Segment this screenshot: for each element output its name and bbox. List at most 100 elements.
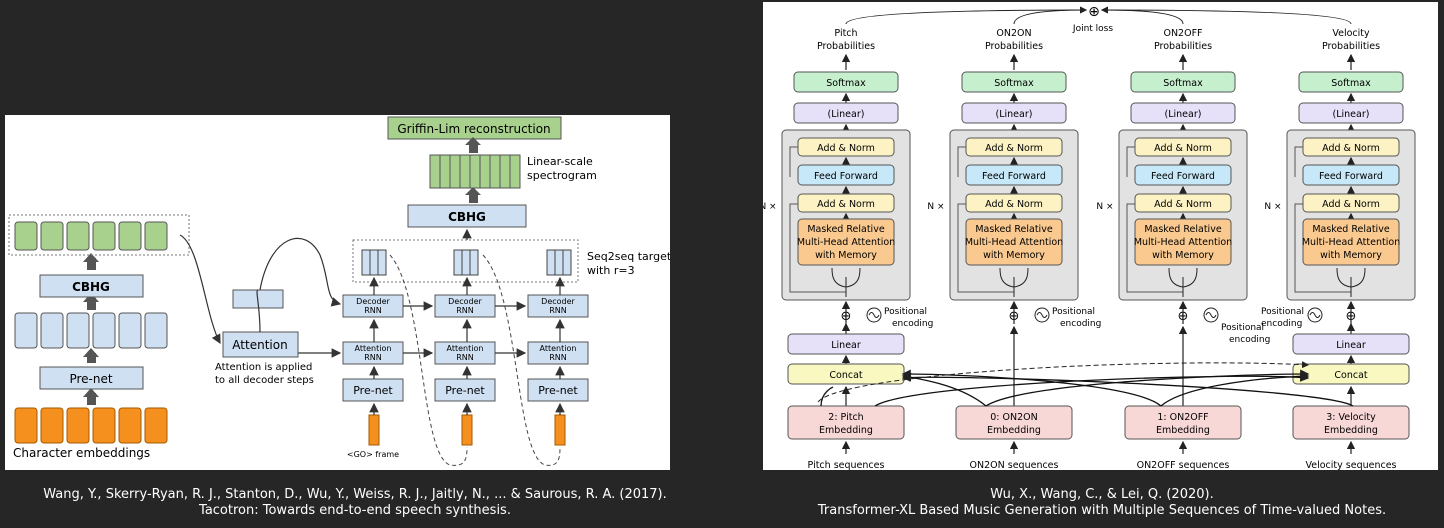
- stream-2-positional-line2: encoding: [1229, 335, 1270, 345]
- stream-3-positional-line1: Positional: [1261, 307, 1304, 317]
- stream-3-prob-line1: Velocity: [1332, 28, 1370, 39]
- stream-2-positional-line1: Positional: [1221, 323, 1264, 333]
- pitch-dashed-connection: [817, 361, 1309, 403]
- stream-0-feedforward-label: Feed Forward: [814, 171, 878, 182]
- attention-rnn-2-line2: RNN: [456, 353, 474, 362]
- decoder-rnn-1-line1: Decoder: [356, 297, 390, 306]
- tacotron-citation-line2: Tacotron: Towards end-to-end speech synt…: [199, 503, 511, 518]
- stream-2-prob-line2: Probabilities: [1154, 41, 1212, 52]
- attention-rnn-2-line1: Attention: [447, 344, 484, 353]
- tacotron-citation: Wang, Y., Skerry-Ryan, R. J., Stanton, D…: [0, 487, 710, 519]
- spectrogram-label-2: spectrogram: [527, 169, 597, 182]
- stream-0-linear-label: Linear: [831, 340, 861, 351]
- stream-2-addnorm-top-label: Add & Norm: [1154, 143, 1212, 154]
- stream-2-sine-icon: [1203, 307, 1219, 323]
- stream-1-attention-line3: with Memory: [983, 250, 1045, 261]
- stream-3-embedding-line2: Embedding: [1324, 425, 1378, 436]
- sine-wave: [1036, 312, 1048, 318]
- stream-0-concat-label: Concat: [829, 370, 863, 381]
- character-embedding-cells: [14, 407, 168, 444]
- attention-rnn-1-line1: Attention: [355, 344, 392, 353]
- stream-1-positional-line2: encoding: [1060, 319, 1101, 329]
- stream-3-prob-line2: Probabilities: [1322, 41, 1380, 52]
- stream-1-addnorm-bottom-label: Add & Norm: [985, 199, 1043, 210]
- stream-0-softmax-box: [793, 71, 899, 93]
- stream-2-attention-line1: Masked Relative: [1144, 224, 1221, 235]
- attention-box: [222, 331, 299, 358]
- stream-2-attention-line3: with Memory: [1152, 250, 1214, 261]
- stream-0-positional-line2: encoding: [892, 319, 933, 329]
- stream-0-attention-line1: Masked Relative: [807, 224, 884, 235]
- stream-2-addnorm-bottom-box: [1134, 193, 1232, 213]
- encoder-output-group: [8, 214, 190, 256]
- tacotron-diagram: Griffin-Lim reconstruction Linear-scale …: [8, 116, 672, 466]
- stream-2-feedforward-box: [1134, 164, 1232, 186]
- stream-3-sine-icon: [1307, 307, 1323, 323]
- stream-0-attention-line3: with Memory: [815, 250, 877, 261]
- stream-0-attention-box: [797, 218, 895, 266]
- stream-3-sequence-label: Velocity sequences: [1305, 460, 1396, 470]
- transformer-citation: Wu, X., Wang, C., & Lei, Q. (2020). Tran…: [760, 487, 1444, 519]
- character-embeddings-label: Character embeddings: [13, 446, 150, 460]
- stream-2-attention-line2: Multi-Head Attention: [1134, 237, 1232, 248]
- thick-arrows: [83, 137, 481, 405]
- decoder-prenet-3-label: Pre-net: [538, 384, 578, 397]
- stream-2-embedding-line2: Embedding: [1156, 425, 1210, 436]
- stream-0-addnorm-top-label: Add & Norm: [817, 143, 875, 154]
- stream-0-softmax-label: Softmax: [826, 78, 866, 89]
- stream-0-feedforward-box: [797, 164, 895, 186]
- stream-2-output-linear-box: [1130, 102, 1236, 124]
- sine-wave: [1309, 312, 1321, 318]
- residual-line: [957, 203, 1014, 293]
- encoder-prenet-box: [39, 366, 144, 390]
- sine-wave: [1205, 312, 1217, 318]
- stream-0-output-linear-box: [793, 102, 899, 124]
- stream-0-embedding-line1: 2: Pitch: [828, 412, 863, 423]
- attention-input-branches: [1336, 267, 1366, 297]
- decoder-rnn-1-line2: RNN: [364, 306, 382, 315]
- linear-spectrogram: [429, 154, 521, 189]
- stream-2-addnorm-bottom-label: Add & Norm: [1154, 199, 1212, 210]
- stream-1-embedding-line1: 0: ON2ON: [990, 412, 1037, 423]
- attention-label: Attention: [232, 338, 287, 352]
- decoder-rnn-2-line1: Decoder: [448, 297, 482, 306]
- decoder-input-frames: [368, 414, 566, 446]
- stream-3-addnorm-bottom-box: [1302, 193, 1400, 213]
- decoder-arrows: [297, 228, 565, 415]
- stream-0-attention-line2: Multi-Head Attention: [797, 237, 895, 248]
- stream-2-softmax-box: [1130, 71, 1236, 93]
- stream-3-output-linear-box: [1298, 102, 1404, 124]
- stream-1-attention-line1: Masked Relative: [975, 224, 1052, 235]
- stream-3-attention-line3: with Memory: [1320, 250, 1382, 261]
- residual-line: [957, 146, 966, 177]
- stream-3-addnorm-top-label: Add & Norm: [1322, 143, 1380, 154]
- stream-0-sequence-label: Pitch sequences: [808, 460, 885, 470]
- stream-2-attention-box: [1134, 218, 1232, 266]
- stream-3-linear-label: Linear: [1336, 340, 1366, 351]
- stream-0-sine-icon: [866, 307, 882, 323]
- stream-3-linear-box: [1292, 333, 1410, 355]
- transformer-diagram: ⊕ Joint loss PitchProbabilitiesSoftmax(L…: [759, 4, 1416, 471]
- stream-1-n-times-label: N ×: [927, 202, 944, 212]
- spectrogram-label-1: Linear-scale: [527, 155, 593, 168]
- stream-1-attention-line2: Multi-Head Attention: [965, 237, 1063, 248]
- stream-0-addnorm-bottom-label: Add & Norm: [817, 199, 875, 210]
- residual-line: [789, 203, 846, 293]
- decoder-prenet-1-label: Pre-net: [353, 384, 393, 397]
- decoder-output-frames: [361, 249, 572, 276]
- tacotron-diagram-panel: Griffin-Lim reconstruction Linear-scale …: [5, 115, 672, 470]
- seq2seq-label-1: Seq2seq target: [587, 250, 670, 263]
- stream-1-feedforward-box: [965, 164, 1063, 186]
- stream-3-attention-line2: Multi-Head Attention: [1302, 237, 1400, 248]
- decoder-prenet-2-label: Pre-net: [445, 384, 485, 397]
- attention-note-1: Attention is applied: [215, 362, 312, 373]
- residual-line: [1294, 146, 1303, 177]
- stream-1-embedding-line2: Embedding: [987, 425, 1041, 436]
- stream-0-n-times-label: N ×: [763, 202, 777, 212]
- attention-rnn-1-line2: RNN: [364, 353, 382, 362]
- encoder-output-states: [14, 221, 168, 251]
- residual-line: [1126, 203, 1183, 293]
- attention-connections: [179, 234, 342, 345]
